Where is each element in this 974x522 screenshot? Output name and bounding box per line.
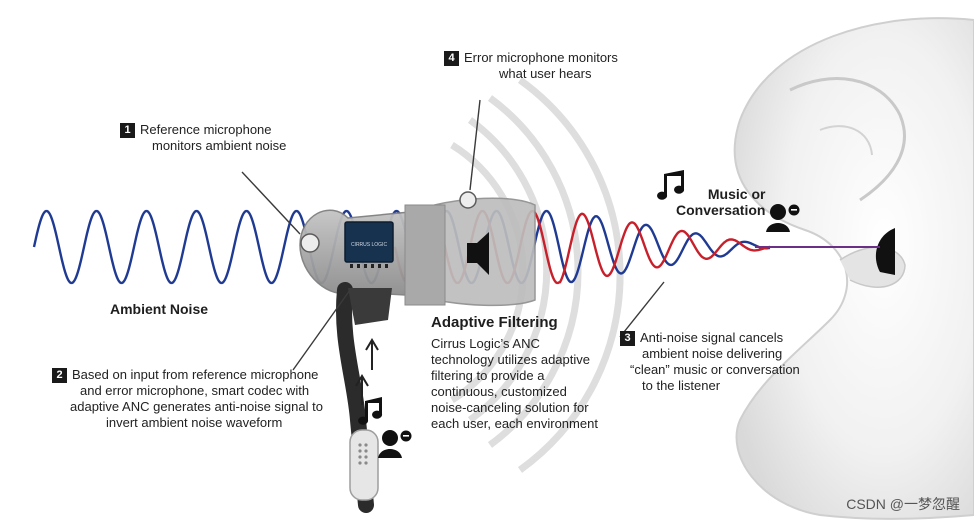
chip-icon: CIRRUS LOGIC bbox=[344, 221, 394, 268]
callout-lines bbox=[241, 99, 665, 371]
callout-step-3-line-3: “clean” music or conversation bbox=[630, 362, 800, 377]
callout-step-2-line-1: Based on input from reference microphone bbox=[72, 367, 319, 382]
adaptive-filtering-line: technology utilizes adaptive bbox=[431, 352, 590, 367]
adaptive-filtering-description: Cirrus Logic’s ANC technology utilizes a… bbox=[431, 336, 598, 432]
adaptive-filtering-line: filtering to provide a bbox=[431, 368, 545, 383]
ear-illustration bbox=[733, 17, 974, 520]
reference-microphone-icon bbox=[300, 233, 320, 253]
ambient-noise-label: Ambient Noise bbox=[110, 301, 209, 317]
step-number-badge: 3 bbox=[620, 331, 635, 346]
callout-step-3-line-2: ambient noise delivering bbox=[642, 346, 783, 361]
signal-up-arrow-icon bbox=[365, 338, 379, 370]
person-talking-icon bbox=[378, 430, 412, 458]
svg-text:CIRRUS LOGIC: CIRRUS LOGIC bbox=[351, 242, 388, 248]
watermark: CSDN @一梦忽醒 bbox=[846, 496, 960, 512]
adaptive-filtering-title: Adaptive Filtering bbox=[431, 314, 558, 331]
inline-remote bbox=[349, 429, 379, 501]
speaker-icon bbox=[467, 232, 489, 275]
callout-step-2-line-2: and error microphone, smart codec with bbox=[80, 383, 310, 398]
callout-step-3-line-1: Anti-noise signal cancels bbox=[640, 330, 784, 345]
earbud-stem bbox=[336, 282, 374, 513]
callout-line-step-4 bbox=[469, 99, 481, 191]
earbud: CIRRUS LOGIC bbox=[299, 191, 536, 513]
callout-step-2-line-3: adaptive ANC generates anti-noise signal… bbox=[70, 399, 323, 414]
music-note-icon bbox=[657, 170, 685, 200]
inline-remote-mic-icon bbox=[358, 443, 368, 465]
person-talking-icon bbox=[766, 204, 800, 232]
adaptive-filtering-line: noise-canceling solution for bbox=[431, 400, 589, 415]
callout-line-step-1 bbox=[241, 171, 301, 235]
adaptive-filtering-line: continuous, customized bbox=[431, 384, 567, 399]
music-note-icon bbox=[358, 397, 383, 425]
callout-step-1-line-2: monitors ambient noise bbox=[152, 138, 287, 153]
callout-step-3-line-4: to the listener bbox=[642, 378, 721, 393]
callout-step-3: 3 Anti-noise signal cancels ambient noise… bbox=[620, 330, 800, 394]
callout-step-1: 1 Reference microphone monitors ambient n… bbox=[120, 122, 286, 154]
callout-step-2-line-4: invert ambient noise waveform bbox=[106, 415, 283, 430]
adaptive-filtering-line: Cirrus Logic’s ANC bbox=[431, 336, 540, 351]
callout-step-4: 4 Error microphone monitors what user hea… bbox=[444, 50, 618, 82]
ear-canal bbox=[875, 228, 895, 275]
step-number-badge: 4 bbox=[444, 51, 459, 66]
callout-line-step-3 bbox=[619, 281, 665, 338]
error-microphone-icon bbox=[459, 191, 477, 209]
signal-up-arrow-icon bbox=[355, 374, 369, 405]
callout-step-4-line-2: what user hears bbox=[499, 66, 592, 81]
music-or-conversation-line-2: Conversation bbox=[676, 202, 766, 218]
callout-step-4-line-1: Error microphone monitors bbox=[464, 50, 618, 65]
music-or-conversation-line-1: Music or bbox=[707, 186, 766, 202]
sound-arc bbox=[467, 117, 551, 423]
step-number-badge: 1 bbox=[120, 123, 135, 138]
callout-step-2: 2 Based on input from reference microphon… bbox=[52, 367, 323, 431]
sound-arc bbox=[517, 77, 624, 473]
adaptive-filtering-line: each user, each environment bbox=[431, 416, 598, 431]
callout-line-step-2 bbox=[292, 289, 351, 371]
music-or-conversation-label: Music or Conversation bbox=[676, 186, 765, 218]
step-number-badge: 2 bbox=[52, 368, 67, 383]
callout-step-1-line-1: Reference microphone bbox=[140, 122, 272, 137]
